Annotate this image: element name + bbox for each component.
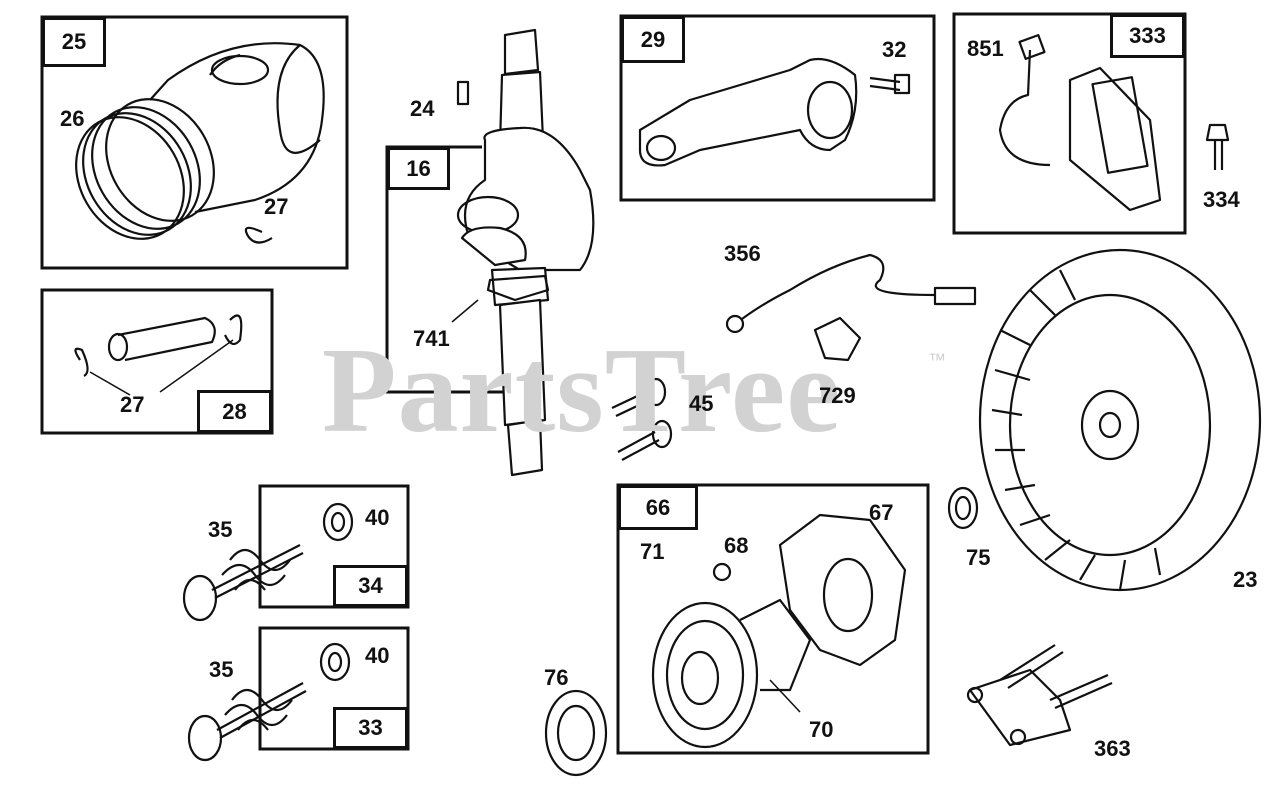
part-label-76: 76 — [544, 665, 569, 690]
part-label-26: 26 — [60, 106, 85, 131]
key-24 — [456, 80, 470, 106]
seal-76 — [544, 689, 608, 777]
part-label-40a: 40 — [365, 505, 390, 530]
frame-29 — [619, 14, 936, 202]
part-label-45: 45 — [689, 391, 714, 416]
box-label-25: 25 — [42, 17, 106, 67]
partstree-watermark: PartsTree — [322, 323, 842, 458]
screw-334 — [1205, 123, 1230, 170]
frame-33 — [258, 626, 410, 751]
wire-clip — [813, 316, 862, 362]
frame-34 — [258, 484, 410, 609]
box-label-34: 34 — [333, 565, 408, 607]
retaining-ring-27a — [244, 226, 273, 244]
valve-assembly-34 — [182, 502, 354, 622]
part-label-27a: 27 — [264, 194, 289, 219]
box-label-66: 66 — [618, 485, 698, 530]
box-label-333: 333 — [1110, 14, 1185, 58]
washer-75 — [947, 486, 979, 530]
flywheel-drawing — [978, 248, 1262, 592]
piston-pin — [74, 314, 243, 396]
piston-drawing — [149, 42, 325, 214]
pulley-drawing — [651, 513, 907, 749]
part-label-23: 23 — [1233, 567, 1258, 592]
part-label-363: 363 — [1094, 736, 1131, 761]
box-label-28: 28 — [197, 390, 272, 433]
part-label-32: 32 — [882, 37, 907, 62]
part-label-729: 729 — [819, 383, 856, 408]
trademark-symbol: ™ — [928, 350, 946, 370]
valve-assembly-33 — [187, 642, 351, 762]
part-label-35b: 35 — [209, 657, 234, 682]
connecting-rod-drawing — [638, 57, 911, 167]
frame-25 — [40, 15, 349, 270]
piston-rings — [75, 98, 215, 240]
ignition-module-drawing — [998, 34, 1162, 212]
part-label-27b: 27 — [120, 392, 145, 417]
part-label-71: 71 — [640, 539, 665, 564]
box-label-29: 29 — [621, 16, 685, 63]
screw-45 — [611, 377, 673, 461]
box-label-16: 16 — [387, 147, 450, 190]
part-label-851: 851 — [967, 36, 1004, 61]
box-label-33: 33 — [333, 707, 408, 749]
part-label-68: 68 — [724, 533, 749, 558]
part-label-70: 70 — [809, 717, 834, 742]
frame-66 — [616, 483, 930, 755]
ground-wire — [737, 253, 936, 323]
part-label-356: 356 — [724, 241, 761, 266]
part-label-75: 75 — [966, 545, 991, 570]
frame-333 — [952, 12, 1187, 235]
part-label-67: 67 — [869, 500, 894, 525]
crankshaft-drawing — [451, 28, 595, 477]
bracket-363 — [966, 644, 1113, 747]
part-label-40b: 40 — [365, 643, 390, 668]
part-label-35a: 35 — [208, 517, 233, 542]
part-label-741: 741 — [413, 326, 450, 351]
part-label-334: 334 — [1203, 187, 1240, 212]
part-label-24: 24 — [410, 96, 435, 121]
frame-28 — [40, 288, 274, 435]
